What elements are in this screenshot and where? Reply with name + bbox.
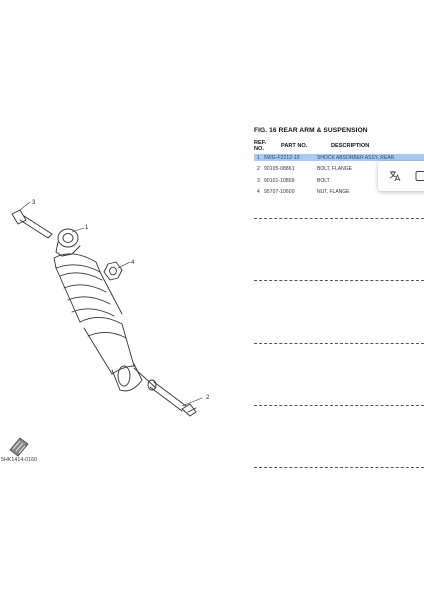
shock-absorber-drawing	[53, 228, 157, 392]
ref-no-header: REF. NO.	[254, 140, 267, 153]
row-ref: 2	[257, 166, 260, 172]
row-part-no: 95707-10600	[264, 189, 295, 195]
figure-title: FIG. 16 REAR ARM & SUSPENSION	[254, 127, 368, 134]
row-part-no: 5WG-F2212-10	[264, 155, 300, 161]
emblem-icon	[9, 437, 29, 457]
callout-3: 3	[32, 200, 36, 206]
row-description: BOLT, FLANGE	[317, 166, 352, 172]
table-row[interactable]: 1 5WG-F2212-10 SHOCK ABSORBER ASSY, REAR	[254, 154, 424, 161]
bolt-2-drawing	[147, 379, 197, 417]
row-part-no: 90105-08861	[264, 166, 295, 172]
table-row[interactable]: 2 90105-08861 BOLT, FLANGE	[254, 163, 424, 175]
table-row[interactable]: 3 90101-10809 BOLT	[254, 175, 424, 187]
more-icon[interactable]	[414, 169, 424, 183]
callout-4: 4	[131, 260, 135, 266]
part-no-header: PART NO.	[281, 143, 308, 149]
dashed-separator	[254, 467, 424, 468]
description-header: DESCRIPTION	[331, 143, 370, 149]
row-description: SHOCK ABSORBER ASSY, REAR	[317, 155, 395, 161]
row-ref: 1	[257, 155, 260, 161]
bolt-3-drawing	[11, 209, 53, 239]
parts-table-header: REF. NO. PART NO. DESCRIPTION	[254, 138, 424, 155]
dashed-separator	[254, 343, 424, 344]
nut-4-drawing	[103, 261, 123, 281]
row-ref: 3	[257, 177, 260, 184]
exploded-view-diagram: 1 2 3 4	[9, 200, 210, 457]
dashed-separator	[254, 280, 424, 281]
selection-popup	[378, 161, 424, 191]
table-row[interactable]: 4 95707-10600 NUT, FLANGE	[254, 186, 424, 198]
dashed-separator	[254, 218, 424, 219]
dashed-separator	[254, 405, 424, 406]
row-ref: 4	[257, 189, 260, 195]
row-description: BOLT	[317, 177, 330, 184]
translate-icon[interactable]	[388, 169, 402, 183]
callout-1: 1	[85, 225, 89, 231]
diagram-code: 5HK1414-0160	[1, 457, 38, 463]
callout-2: 2	[206, 395, 210, 401]
row-part-no: 90101-10809	[264, 177, 295, 184]
row-description: NUT, FLANGE	[317, 189, 350, 195]
parts-table: 1 5WG-F2212-10 SHOCK ABSORBER ASSY, REAR…	[254, 154, 424, 198]
